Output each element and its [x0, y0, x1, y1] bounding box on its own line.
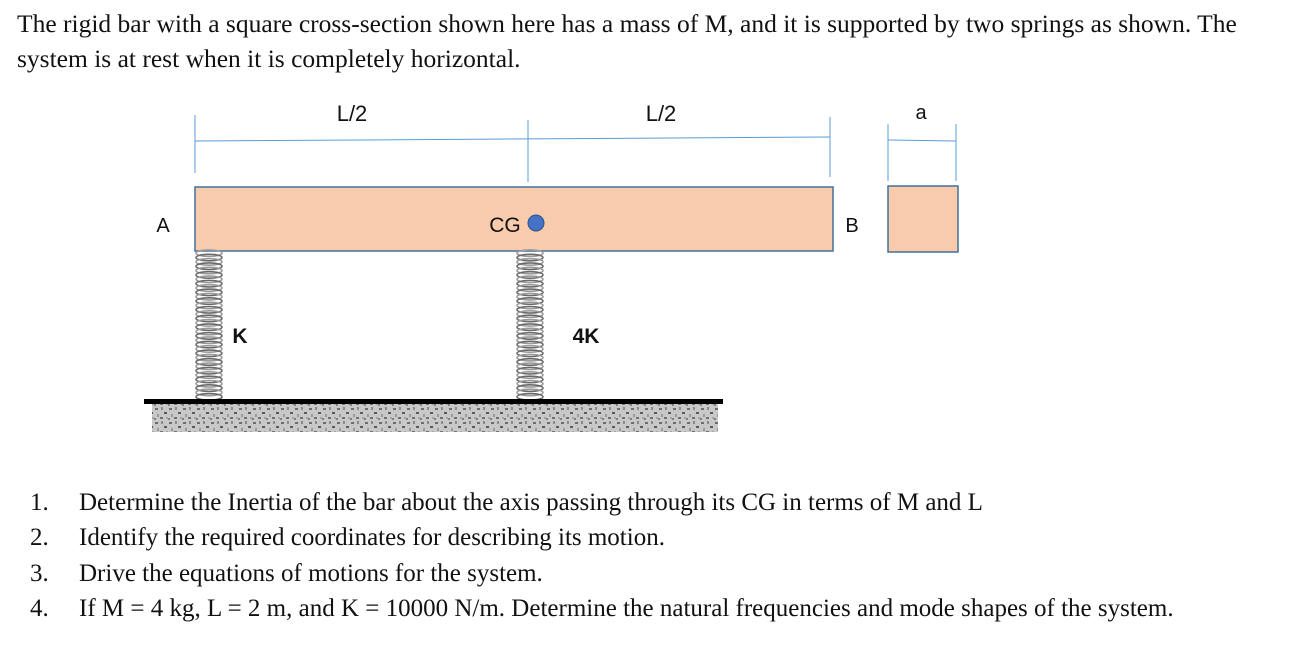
question-number: 1. — [30, 489, 49, 516]
cg-marker — [527, 214, 545, 232]
spring-right — [516, 249, 544, 401]
ground-line — [144, 399, 723, 404]
spring-left — [195, 249, 223, 401]
question-item: 2. Identify the required coordinates for … — [30, 520, 1260, 555]
end-b-label: B — [845, 215, 858, 237]
spring-left-label: K — [232, 325, 247, 348]
problem-intro: The rigid bar with a square cross-sectio… — [17, 9, 1237, 73]
question-text: If M = 4 kg, L = 2 m, and K = 10000 N/m.… — [79, 594, 1174, 622]
ground-texture — [152, 404, 718, 432]
question-item: 3. Drive the equations of motions for the… — [30, 556, 1260, 591]
question-text: Drive the equations of motions for the s… — [79, 559, 543, 587]
end-a-label: A — [156, 215, 170, 237]
rigid-bar — [194, 186, 834, 252]
question-text: Determine the Inertia of the bar about t… — [79, 489, 983, 516]
question-item: 1. Determine the Inertia of the bar about… — [30, 485, 1260, 520]
section-dimension — [887, 124, 957, 181]
question-number: 4. — [30, 594, 49, 622]
length-dimension — [194, 115, 831, 182]
dim-right-label: L/2 — [646, 101, 677, 126]
question-number: 2. — [30, 524, 49, 552]
question-text: Identify the required coordinates for de… — [79, 524, 665, 552]
question-item: 4. If M = 4 kg, L = 2 m, and K = 10000 N/… — [30, 591, 1260, 626]
dim-section-label: a — [915, 102, 927, 124]
cross-section-square — [887, 185, 959, 253]
question-number: 3. — [30, 559, 49, 587]
question-list: 1. Determine the Inertia of the bar about… — [30, 485, 1260, 626]
spring-right-label: 4K — [573, 325, 600, 348]
cg-label: CG — [489, 214, 521, 237]
dim-left-label: L/2 — [337, 101, 368, 126]
